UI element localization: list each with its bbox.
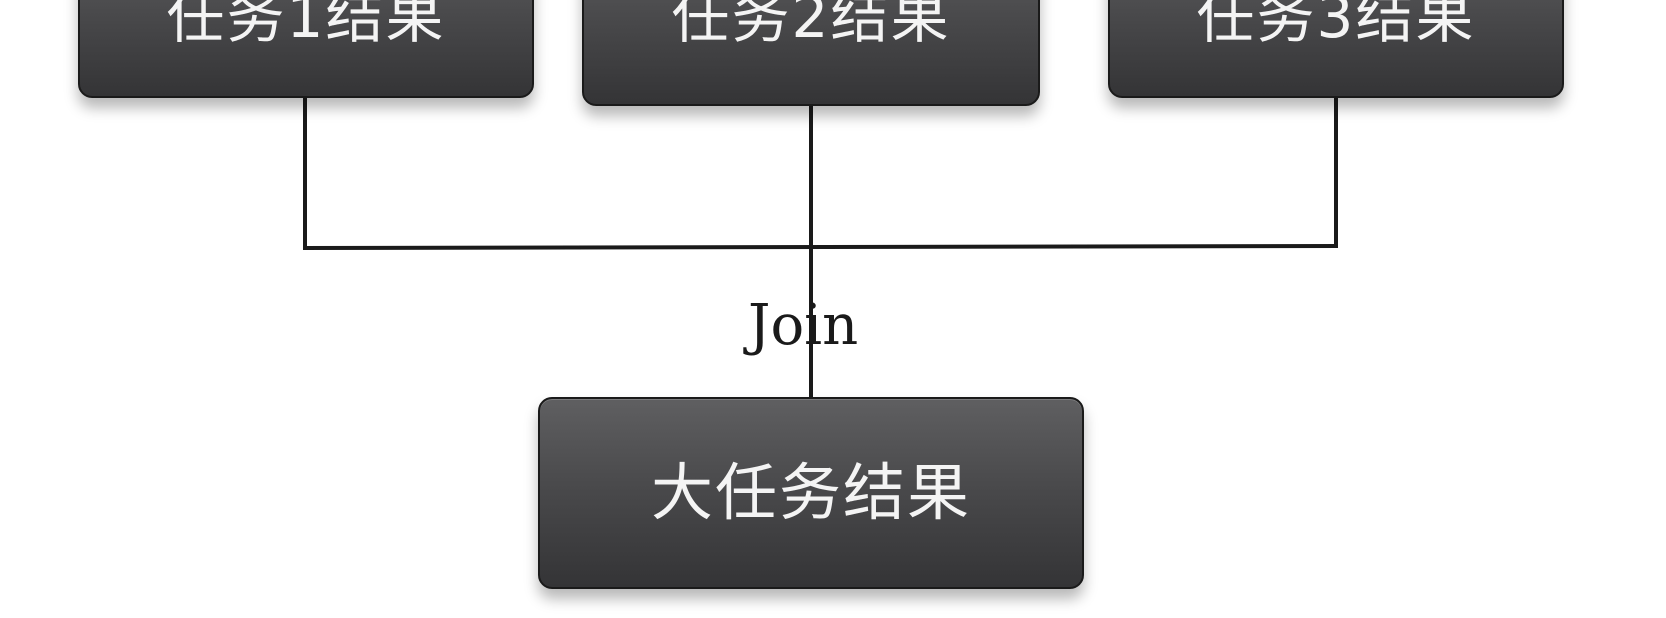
task1-result-box: 任务1结果 [78,0,534,98]
task2-result-label: 任务2结果 [671,0,951,51]
join-label: Join [748,293,859,358]
connector-merge-bar [302,243,1339,251]
task3-result-box: 任务3结果 [1108,0,1564,98]
final-result-label: 大任务结果 [650,456,971,529]
task1-result-label: 任务1结果 [166,0,446,51]
final-result-box: 大任务结果 [538,397,1084,589]
task2-result-box: 任务2结果 [582,0,1040,106]
task3-result-label: 任务3结果 [1196,0,1476,51]
